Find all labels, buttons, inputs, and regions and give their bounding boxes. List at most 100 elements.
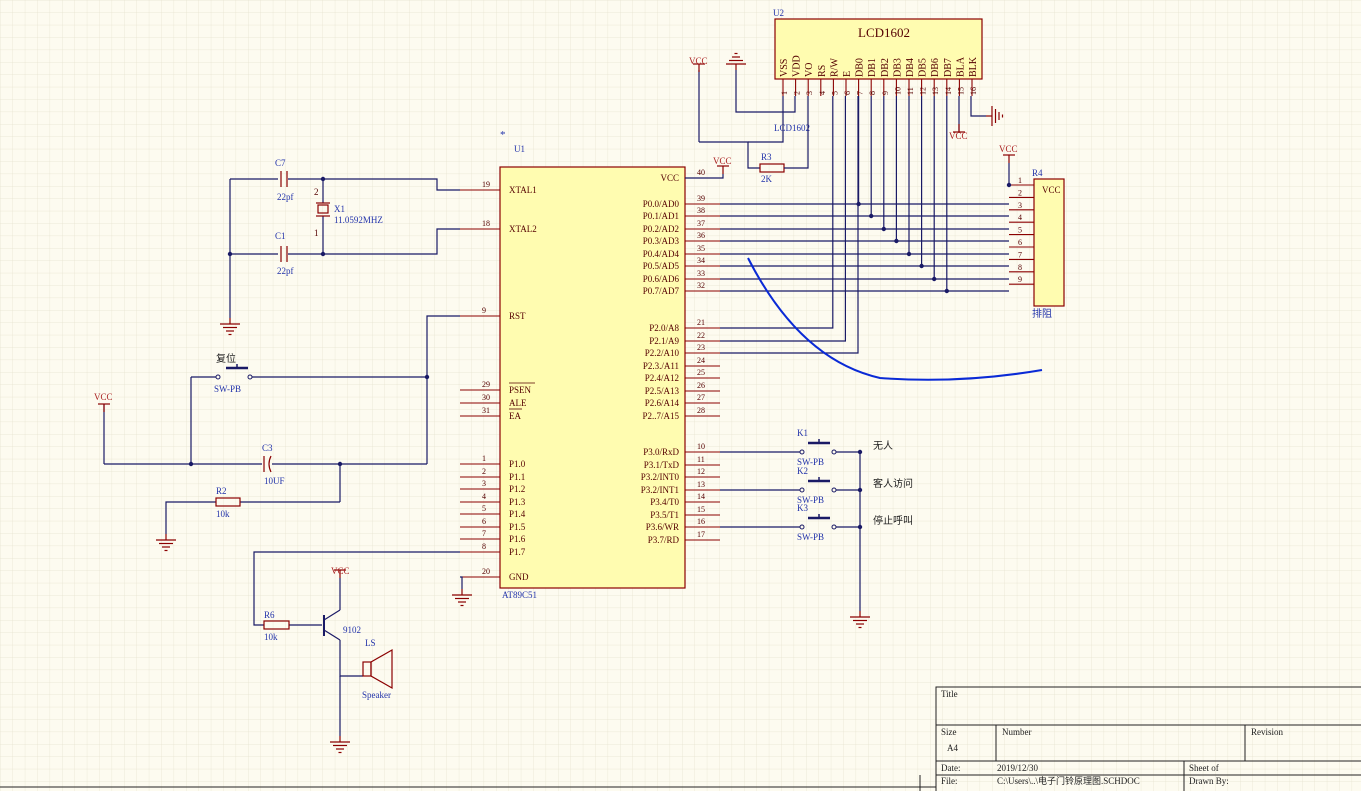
crystal-designator: X1 <box>334 204 345 214</box>
mcu-left-pin-number: 2 <box>482 467 486 476</box>
mcu-right-pin-name: P2.4/A12 <box>645 373 679 383</box>
c7-designator: C7 <box>275 158 286 168</box>
sheet-label: Sheet of <box>1189 763 1219 773</box>
mcu-right-pin-name: P0.3/AD3 <box>643 236 680 246</box>
lcd-pin-name: DB4 <box>905 58 916 77</box>
pullup-pin-number: 6 <box>1018 238 1022 247</box>
r2-value: 10k <box>216 509 230 519</box>
lcd-pin-number: 8 <box>868 91 877 95</box>
mcu-right-pin-number: 28 <box>697 406 705 415</box>
mcu-part: AT89C51 <box>502 590 537 600</box>
mcu-left-pins: 19XTAL118XTAL29RST29PSEN30ALE31EA1P1.02P… <box>460 180 537 582</box>
lcd-pin-number: 9 <box>881 91 890 95</box>
key-part: SW-PB <box>797 532 824 542</box>
pullup-pin-number: 4 <box>1018 213 1022 222</box>
mcu-right-pin-number: 10 <box>697 442 705 451</box>
lcd-pin-number: 7 <box>856 91 865 95</box>
lcd-pin-name: R/W <box>829 58 840 77</box>
mcu-left-pin-number: 30 <box>482 393 490 402</box>
c1-value: 22pf <box>277 266 294 276</box>
mcu-left-pin-name: XTAL1 <box>509 185 537 195</box>
speaker-part: Speaker <box>362 690 391 700</box>
vcc-label-pullup: VCC <box>999 144 1018 154</box>
mcu-left-pin-name: P1.3 <box>509 497 526 507</box>
pullup-vcc: VCC <box>1042 185 1061 195</box>
pullup-body <box>1033 178 1065 307</box>
mcu-left-pin-name: RST <box>509 311 526 321</box>
lcd-pin-name: E <box>842 71 853 77</box>
lcd-pin-number: 3 <box>805 91 814 95</box>
mcu-right-pin-number: 36 <box>697 231 705 240</box>
date-label: Date: <box>941 763 961 773</box>
mcu-right-pin-number: 25 <box>697 368 705 377</box>
mcu-right-pin-name: P0.6/AD6 <box>643 274 680 284</box>
mcu-left-pin-number: 9 <box>482 306 486 315</box>
r3-designator: R3 <box>761 152 772 162</box>
mcu-right-pin-number: 12 <box>697 467 705 476</box>
lcd-pin-name: DB2 <box>880 58 891 77</box>
mcu-right-pin-name: P3.6/WR <box>646 522 679 532</box>
mcu-left-pin-name: P1.6 <box>509 534 526 544</box>
mcu-right-pin-number: 37 <box>697 219 705 228</box>
mcu-left-pin-number: 18 <box>482 219 490 228</box>
mcu-right-pin-name: P3.2/INT1 <box>641 485 679 495</box>
annotation-curve <box>747 257 1043 381</box>
mcu-right-pin-name: P2.0/A8 <box>649 323 679 333</box>
pullup-pin-number: 9 <box>1018 275 1022 284</box>
mcu-right-pin-name: P2.1/A9 <box>649 336 679 346</box>
bus-wiring <box>720 96 1009 354</box>
lcd-pin-name: VSS <box>779 59 790 77</box>
mcu-right-pin-number: 21 <box>697 318 705 327</box>
mcu-right-pin-name: VCC <box>660 173 679 183</box>
mcu-left-pin-name: PSEN <box>509 385 532 395</box>
mcu-left-pin-name: P1.5 <box>509 522 526 532</box>
lcd-pin-name: DB5 <box>918 58 929 77</box>
pullup-pin-number: 5 <box>1018 226 1022 235</box>
pullup-pin-number: 1 <box>1018 176 1022 185</box>
mcu-right-pin-number: 24 <box>697 356 705 365</box>
key-label: 停止呼叫 <box>873 514 913 527</box>
r6-value: 10k <box>264 632 278 642</box>
lcd-designator: U2 <box>773 8 784 18</box>
lcd-pin-number: 13 <box>931 87 940 95</box>
lcd-pin-name: RS <box>817 65 828 77</box>
mcu-right-pin-number: 14 <box>697 492 705 501</box>
mcu-left-pin-name: ALE <box>509 398 527 408</box>
mcu-right-pin-name: P0.2/AD2 <box>643 224 679 234</box>
crystal-pin2: 2 <box>314 187 319 197</box>
lcd-power-wiring <box>692 52 1004 173</box>
c7-value: 22pf <box>277 192 294 202</box>
transistor-value: 9102 <box>343 625 361 635</box>
crystal-value: 11.0592MHZ <box>334 215 383 225</box>
date-value: 2019/12/30 <box>997 763 1039 773</box>
mcu-left-pin-name: GND <box>509 572 529 582</box>
mcu-right-pins: 40VCC39P0.0/AD038P0.1/AD137P0.2/AD236P0.… <box>641 168 720 545</box>
mcu-right-pin-name: P2.3./A11 <box>643 361 679 371</box>
lcd-pin-number: 5 <box>830 91 839 95</box>
lcd-pin-name: DB3 <box>892 58 903 77</box>
mcu-right-pin-number: 15 <box>697 505 705 514</box>
key-part: SW-PB <box>797 457 824 467</box>
mcu-right-pin-name: P3.1/TxD <box>644 460 680 470</box>
mcu-left-pin-number: 3 <box>482 479 486 488</box>
mcu-right-pin-number: 13 <box>697 480 705 489</box>
mcu-left-pin-name: P1.4 <box>509 509 526 519</box>
mcu-right-pin-number: 32 <box>697 281 705 290</box>
mcu-right-pin-number: 11 <box>697 455 705 464</box>
key-designator: K1 <box>797 428 808 438</box>
pullup-pin-number: 7 <box>1018 250 1022 259</box>
number-label: Number <box>1002 727 1032 737</box>
lcd-pin-number: 16 <box>969 87 978 95</box>
pullup-caption: 排阻 <box>1032 307 1052 320</box>
mcu-right-pin-number: 35 <box>697 244 705 253</box>
key-part: SW-PB <box>797 495 824 505</box>
mcu-right-pin-name: P3.5/T1 <box>650 510 679 520</box>
c3-value: 10UF <box>264 476 285 486</box>
mcu-right-pin-name: P0.7/AD7 <box>643 286 680 296</box>
mcu-right-pin-name: P2.6/A14 <box>645 398 680 408</box>
lcd-pin-number: 12 <box>919 87 928 95</box>
mcu-left-pin-name: XTAL2 <box>509 224 537 234</box>
size-value: A4 <box>947 743 958 753</box>
mcu-right-pin-name: P0.0/AD0 <box>643 199 680 209</box>
